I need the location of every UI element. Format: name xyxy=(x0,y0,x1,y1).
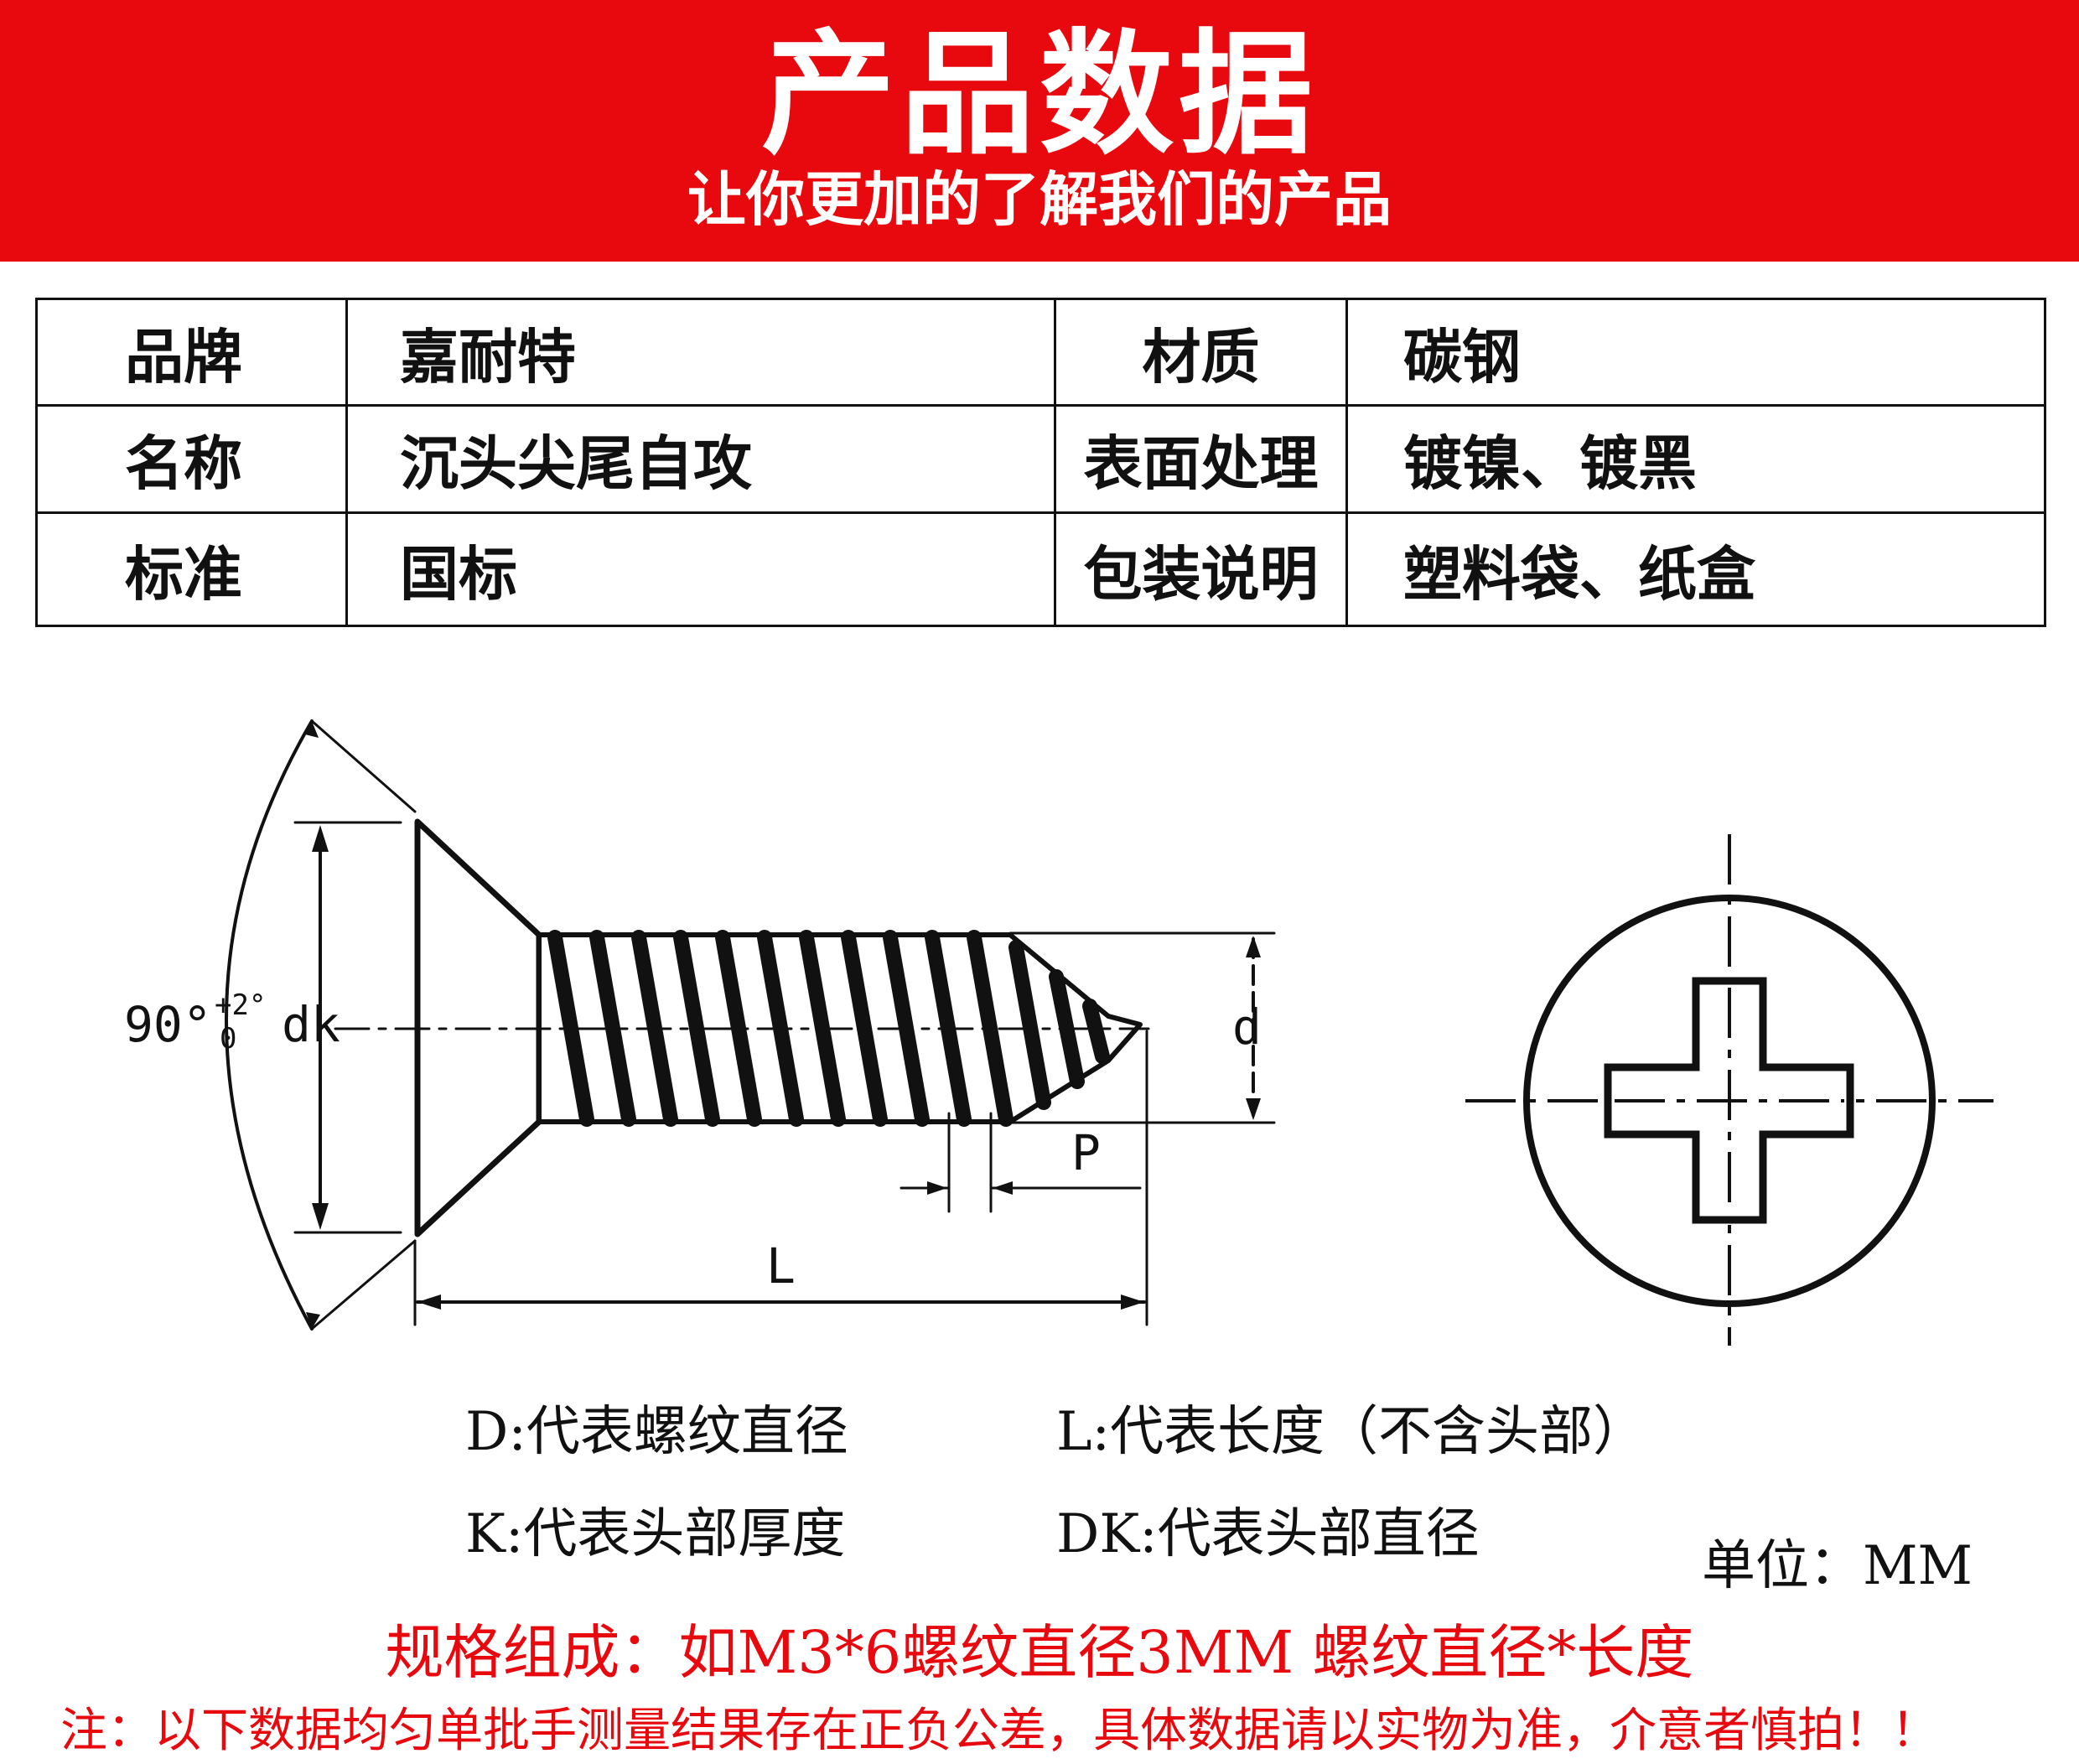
surface-value: 镀镍、镀黑 xyxy=(1345,404,2046,514)
dimension-labels: 90° +2° 0 dk d P L xyxy=(124,988,1262,1294)
p-label: P xyxy=(1071,1124,1101,1181)
brand-label: 品牌 xyxy=(35,298,348,407)
unit-label: 单位：MM xyxy=(1702,1535,1973,1597)
angle-label: 90° xyxy=(124,996,212,1053)
name-value: 沉头尖尾自攻 xyxy=(345,404,1056,514)
page-title: 产品数据 xyxy=(760,15,1318,173)
spec-rule: 规格组成：如M3*6螺纹直径3MM 螺纹直径*长度 xyxy=(385,1618,1694,1687)
dk-label: dk xyxy=(282,996,340,1053)
material-label: 材质 xyxy=(1054,298,1348,407)
table-row: 标准 国标 包装说明 塑料袋、纸盒 xyxy=(35,511,2046,627)
l-label: L xyxy=(766,1237,796,1294)
standard-value: 国标 xyxy=(345,511,1056,627)
header-banner: 产品数据 让你更加的了解我们的产品 xyxy=(0,0,2079,262)
angle-arc xyxy=(225,719,314,1331)
legend-k: K:代表头部厚度 xyxy=(465,1503,846,1565)
legend-d: D:代表螺纹直径 xyxy=(465,1401,848,1463)
name-label: 名称 xyxy=(35,404,348,514)
table-row: 品牌 嘉耐特 材质 碳钢 xyxy=(35,298,2046,407)
screw-side-view xyxy=(225,719,1276,1331)
brand-value: 嘉耐特 xyxy=(345,298,1056,407)
d-label: d xyxy=(1232,999,1262,1056)
material-value: 碳钢 xyxy=(1345,298,2046,407)
screw-head-top-view xyxy=(1465,834,1993,1346)
legend-l: L:代表长度（不含头部） xyxy=(1056,1401,1647,1463)
packaging-label: 包装说明 xyxy=(1054,511,1348,627)
table-row: 名称 沉头尖尾自攻 表面处理 镀镍、镀黑 xyxy=(35,404,2046,514)
angle-tol-lower: 0 xyxy=(220,1022,236,1056)
page-subtitle: 让你更加的了解我们的产品 xyxy=(687,164,1392,234)
disclaimer-note: 注：以下数据均匀单批手测量结果存在正负公差，具体数据请以实物为准，介意者慎拍！！ xyxy=(60,1704,1938,1758)
standard-label: 标准 xyxy=(35,511,348,627)
spec-table: 品牌 嘉耐特 材质 碳钢 名称 沉头尖尾自攻 表面处理 镀镍、镀黑 标准 国标 … xyxy=(35,298,2046,627)
surface-label: 表面处理 xyxy=(1054,404,1348,514)
legend-dk: DK:代表头部直径 xyxy=(1056,1503,1480,1565)
angle-tol-upper: +2° xyxy=(215,988,266,1022)
packaging-value: 塑料袋、纸盒 xyxy=(1345,511,2046,627)
screw-diagram: 90° +2° 0 dk d P L xyxy=(124,719,1993,1346)
